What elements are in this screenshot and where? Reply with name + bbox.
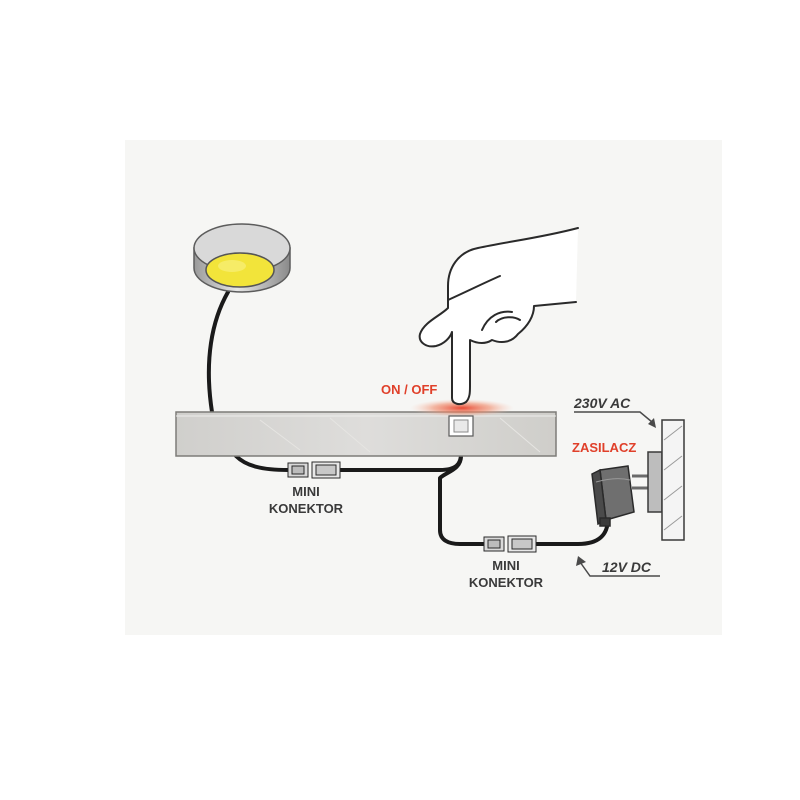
connector-left-label-line2: KONEKTOR: [269, 501, 344, 516]
power-adapter-icon: [591, 465, 648, 527]
arrows: [574, 411, 660, 577]
mains-label: 230V AC: [573, 395, 631, 411]
touch-switch: [410, 399, 514, 437]
mini-connector-icon: [287, 461, 341, 479]
switch-glow: [410, 399, 514, 417]
mini-connector-icon: [483, 535, 537, 553]
lamp-to-connector-cable: [234, 454, 290, 472]
lamp-cable: [206, 290, 230, 414]
background-panel: [125, 140, 722, 635]
connector-left-label-line1: MINI: [292, 484, 319, 499]
adapter-label: ZASILACZ: [572, 440, 636, 455]
shelf: [175, 411, 557, 457]
low-voltage-label: 12V DC: [602, 559, 652, 575]
dc-arrow: [579, 561, 660, 577]
wall-socket-icon: [647, 419, 685, 541]
puck-lamp-icon: [193, 223, 291, 293]
mains-arrow: [574, 411, 653, 423]
switch-label: ON / OFF: [381, 382, 437, 397]
connector-right-label-line2: KONEKTOR: [469, 575, 544, 590]
hand-pointer-icon: [418, 227, 579, 406]
connector-right-label-line1: MINI: [492, 558, 519, 573]
switch-to-connector-cable: [438, 454, 486, 546]
